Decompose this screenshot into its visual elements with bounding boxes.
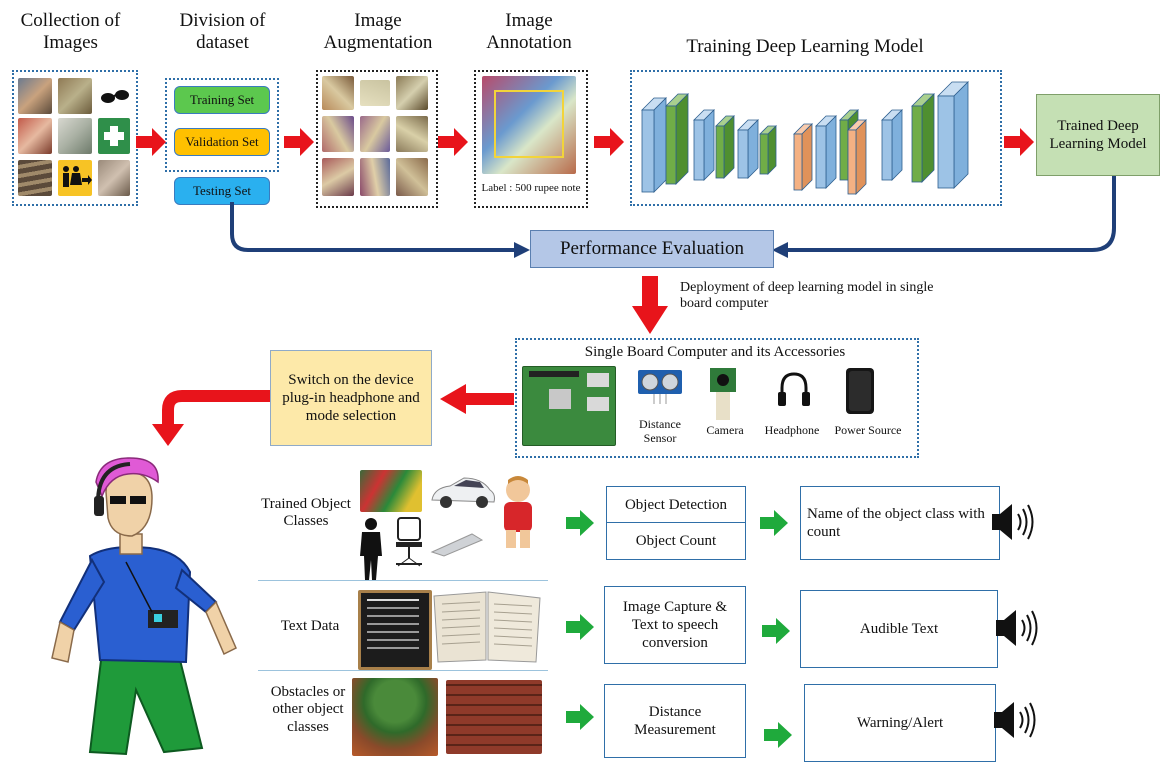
cnn-layers [641, 81, 969, 195]
headphone-icon [778, 372, 810, 406]
augmented-image [322, 116, 354, 152]
arrow-division-to-augmentation [284, 128, 314, 156]
speaker-icon [992, 504, 1034, 540]
augmented-image [360, 80, 390, 106]
menu-board-image [358, 590, 432, 670]
arrow-row3-out [764, 722, 792, 748]
arrow-row1-in [566, 510, 594, 536]
arrow-row1-out [760, 510, 788, 536]
training-heading: Training Deep Learning Model [686, 36, 924, 57]
arrow-collection-to-division [136, 128, 166, 156]
open-book-image [433, 591, 541, 663]
augmented-image [322, 158, 354, 196]
training-set-pill: Training Set [174, 86, 270, 114]
user-illustration [51, 457, 237, 756]
annotation-heading: Image Annotation [486, 10, 572, 53]
arrow-augmentation-to-annotation [438, 128, 468, 156]
image-thumbnail [98, 160, 130, 196]
sunglasses-thumbnail [98, 80, 130, 112]
tree-image [352, 678, 438, 756]
collection-heading: Collection of Images [20, 10, 121, 53]
raspberry-pi-board [522, 366, 616, 446]
division-heading: Division of dataset [179, 10, 266, 53]
sbc-frame [515, 338, 919, 458]
deployment-text: Deployment of deep learning model in sin… [680, 280, 934, 312]
trained-model-box: Trained Deep Learning Model [1036, 94, 1160, 176]
annotation-frame [474, 70, 588, 208]
sbc-item-distance-sensor: Distance Sensor [639, 417, 681, 445]
deployment-arrow [632, 276, 668, 334]
mode-input-text-data: Text Data [280, 618, 340, 634]
distance-measurement-box: Distance Measurement [604, 684, 746, 758]
arrow-row2-out [762, 618, 790, 644]
arrow-switch-to-user [152, 390, 270, 446]
restroom-sign-thumbnail [58, 160, 92, 196]
audible-text-output: Audible Text [800, 590, 998, 668]
mode-input-obstacles: Obstacles or other object classes [270, 684, 346, 735]
augmented-image [322, 76, 354, 110]
pharmacy-sign-thumbnail [98, 118, 130, 154]
sbc-item-headphone: Headphone [764, 423, 820, 437]
mode-input-object-classes: Trained Object Classes [261, 496, 351, 530]
speaker-icon [994, 702, 1036, 738]
laptop-image [430, 533, 484, 557]
performance-evaluation-box: Performance Evaluation [530, 230, 774, 268]
image-thumbnail [18, 118, 52, 154]
augmented-image [396, 116, 428, 152]
switch-on-box: Switch on the device plug-in headphone a… [270, 350, 432, 446]
power-source-icon [846, 368, 874, 414]
sbc-title: Single Board Computer and its Accessorie… [584, 344, 846, 360]
arrow-annotation-to-training [594, 128, 624, 156]
division-frame [165, 78, 279, 172]
car-image [431, 477, 495, 508]
camera-icon [710, 368, 736, 420]
augmented-image [360, 158, 390, 196]
testing-to-evaluation-connector [230, 202, 530, 258]
image-thumbnail [18, 160, 52, 196]
augmentation-frame [316, 70, 438, 208]
arrow-row2-in [566, 614, 594, 640]
object-detection-box: Object Detection [606, 486, 746, 524]
augmented-image [396, 76, 428, 110]
speaker-icon [996, 610, 1038, 646]
sbc-item-power-source: Power Source [834, 423, 902, 437]
annotation-label: Label : 500 rupee note [481, 182, 581, 194]
row-separator [258, 670, 548, 671]
augmented-image [360, 116, 390, 152]
object-class-count-output: Name of the object class with count [800, 486, 1000, 560]
testing-set-pill: Testing Set [174, 177, 270, 205]
chair-image [396, 517, 422, 567]
child-image [504, 476, 532, 548]
bounding-box [494, 90, 564, 158]
row-separator [258, 580, 548, 581]
augmented-image [396, 158, 428, 196]
traffic-light-image [360, 470, 422, 512]
annotated-image [482, 76, 576, 174]
trained-model-to-evaluation-connector [772, 176, 1116, 258]
sbc-item-camera: Camera [706, 423, 744, 437]
object-count-box: Object Count [606, 522, 746, 560]
distance-sensor-icon [638, 370, 682, 404]
image-thumbnail [58, 78, 92, 114]
person-silhouette-image [360, 518, 382, 580]
arrow-training-to-trained-model [1004, 128, 1034, 156]
arrow-row3-in [566, 704, 594, 730]
arrow-sbc-to-switch [440, 384, 514, 414]
validation-set-pill: Validation Set [174, 128, 270, 156]
augmentation-heading: Image Augmentation [323, 10, 433, 53]
image-thumbnail [18, 78, 52, 114]
warning-alert-output: Warning/Alert [804, 684, 996, 762]
training-frame [630, 70, 1002, 206]
image-capture-tts-box: Image Capture & Text to speech conversio… [604, 586, 746, 664]
image-thumbnail [58, 118, 92, 154]
brick-wall-image [446, 680, 542, 754]
